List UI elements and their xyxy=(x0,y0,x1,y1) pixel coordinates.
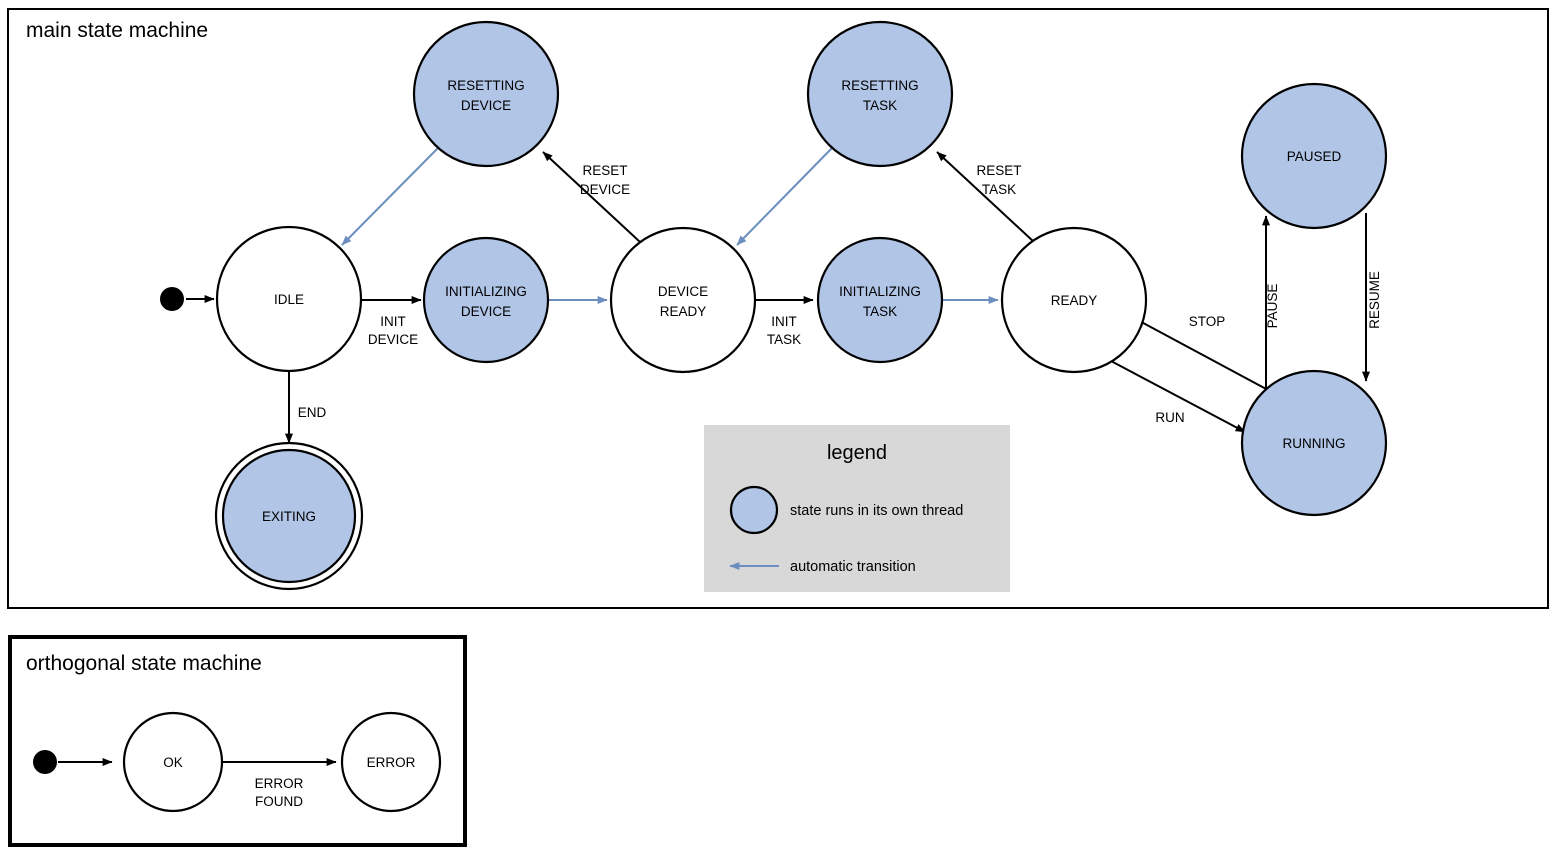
state-initializing-device-label-line2: DEVICE xyxy=(461,304,511,319)
state-initializing-task-label-line2: TASK xyxy=(863,304,897,319)
edge-label-init-device-line2: DEVICE xyxy=(368,332,418,347)
transition-resetting-device-to-idle xyxy=(341,147,439,246)
state-running-label: RUNNING xyxy=(1283,436,1346,451)
legend-thread-state-icon xyxy=(729,485,779,535)
state-ready[interactable]: READY xyxy=(1000,226,1148,374)
legend-title: legend xyxy=(827,442,887,464)
edge-label-error-found-line2: FOUND xyxy=(255,794,303,809)
edge-label-init-task-line2: TASK xyxy=(767,332,801,347)
state-error-circle[interactable] xyxy=(340,711,442,813)
state-initializing-task-circle[interactable] xyxy=(816,236,944,364)
orthogonal-initial-state-marker xyxy=(33,750,57,774)
state-exiting-label: EXITING xyxy=(262,509,316,524)
orthogonal-state-machine-title: orthogonal state machine xyxy=(26,652,262,675)
main-state-machine-frame xyxy=(7,8,1549,609)
transition-idle-end: END xyxy=(285,371,327,444)
state-ready-circle[interactable] xyxy=(1000,226,1148,374)
state-paused-label: PAUSED xyxy=(1287,149,1342,164)
edge-label-reset-task-line1: RESET xyxy=(976,163,1021,178)
transition-running-stop: STOP xyxy=(1133,314,1269,391)
edge-label-init-device-line1: INIT xyxy=(380,314,406,329)
transition-resetting-task-to-device-ready xyxy=(736,147,833,246)
state-paused-circle[interactable] xyxy=(1240,82,1388,230)
edge-label-resume: RESUME xyxy=(1367,271,1382,329)
state-resetting-device-label-line2: DEVICE xyxy=(461,98,511,113)
edge-label-pause: PAUSE xyxy=(1265,284,1280,329)
transition-running-pause: PAUSE xyxy=(1262,215,1280,390)
transition-ok-error-found: ERROR FOUND xyxy=(222,758,337,809)
state-resetting-task-label-line1: RESETTING xyxy=(841,78,918,93)
state-ok[interactable]: OK xyxy=(122,711,224,813)
legend-automatic-transition-text: automatic transition xyxy=(790,559,916,575)
legend-item-automatic-transition: automatic transition xyxy=(729,559,916,575)
legend-thread-state-text: state runs in its own thread xyxy=(790,503,963,519)
edge-label-error-found-line1: ERROR xyxy=(255,776,304,791)
state-ready-label: READY xyxy=(1051,293,1098,308)
transition-device-ready-init-task: INIT TASK xyxy=(756,296,814,347)
state-initializing-task-label-line1: INITIALIZING xyxy=(839,284,921,299)
state-resetting-device-circle[interactable] xyxy=(412,20,560,168)
state-initializing-device-circle[interactable] xyxy=(422,236,550,364)
edge-label-run: RUN xyxy=(1155,410,1184,425)
transition-ready-run: RUN xyxy=(1110,360,1246,433)
state-exiting-circle[interactable] xyxy=(221,448,357,584)
state-resetting-task-circle[interactable] xyxy=(806,20,954,168)
state-ok-label: OK xyxy=(163,755,183,770)
edge-label-stop: STOP xyxy=(1189,314,1226,329)
transition-device-ready-reset-device: RESET DEVICE xyxy=(542,151,641,243)
state-resetting-device-label-line1: RESETTING xyxy=(447,78,524,93)
state-ok-circle[interactable] xyxy=(122,711,224,813)
state-idle-circle[interactable] xyxy=(215,225,363,373)
state-resetting-device[interactable]: RESETTING DEVICE xyxy=(412,20,560,168)
initial-state-marker xyxy=(160,287,184,311)
state-running[interactable]: RUNNING xyxy=(1240,369,1388,517)
state-resetting-task-label-line2: TASK xyxy=(863,98,897,113)
transition-idle-init-device: INIT DEVICE xyxy=(361,296,422,347)
legend-item-thread-state: state runs in its own thread xyxy=(729,485,963,535)
state-resetting-task[interactable]: RESETTING TASK xyxy=(806,20,954,168)
transition-paused-resume: RESUME xyxy=(1362,213,1382,382)
state-initializing-task[interactable]: INITIALIZING TASK xyxy=(816,236,944,364)
edge-label-init-task-line1: INIT xyxy=(771,314,797,329)
main-state-machine-title: main state machine xyxy=(26,19,208,42)
state-initializing-device-label-line1: INITIALIZING xyxy=(445,284,527,299)
edge-label-reset-device-line1: RESET xyxy=(582,163,627,178)
state-initializing-device[interactable]: INITIALIZING DEVICE xyxy=(422,236,550,364)
state-device-ready-label-line2: READY xyxy=(660,304,707,319)
state-error[interactable]: ERROR xyxy=(340,711,442,813)
state-device-ready-circle[interactable] xyxy=(609,226,757,374)
state-device-ready-label-line1: DEVICE xyxy=(658,284,708,299)
edge-label-end: END xyxy=(298,405,327,420)
state-idle-label: IDLE xyxy=(274,292,304,307)
state-idle[interactable]: IDLE xyxy=(215,225,363,373)
orthogonal-state-machine-frame xyxy=(8,635,467,847)
legend: legend state runs in its own thread auto… xyxy=(704,425,1010,592)
edge-label-reset-task-line2: TASK xyxy=(982,182,1016,197)
state-exiting[interactable]: EXITING xyxy=(214,441,364,591)
transition-ready-reset-task: RESET TASK xyxy=(936,151,1035,243)
state-error-label: ERROR xyxy=(367,755,416,770)
state-running-circle[interactable] xyxy=(1240,369,1388,517)
edge-label-reset-device-line2: DEVICE xyxy=(580,182,630,197)
state-paused[interactable]: PAUSED xyxy=(1240,82,1388,230)
state-device-ready[interactable]: DEVICE READY xyxy=(609,226,757,374)
